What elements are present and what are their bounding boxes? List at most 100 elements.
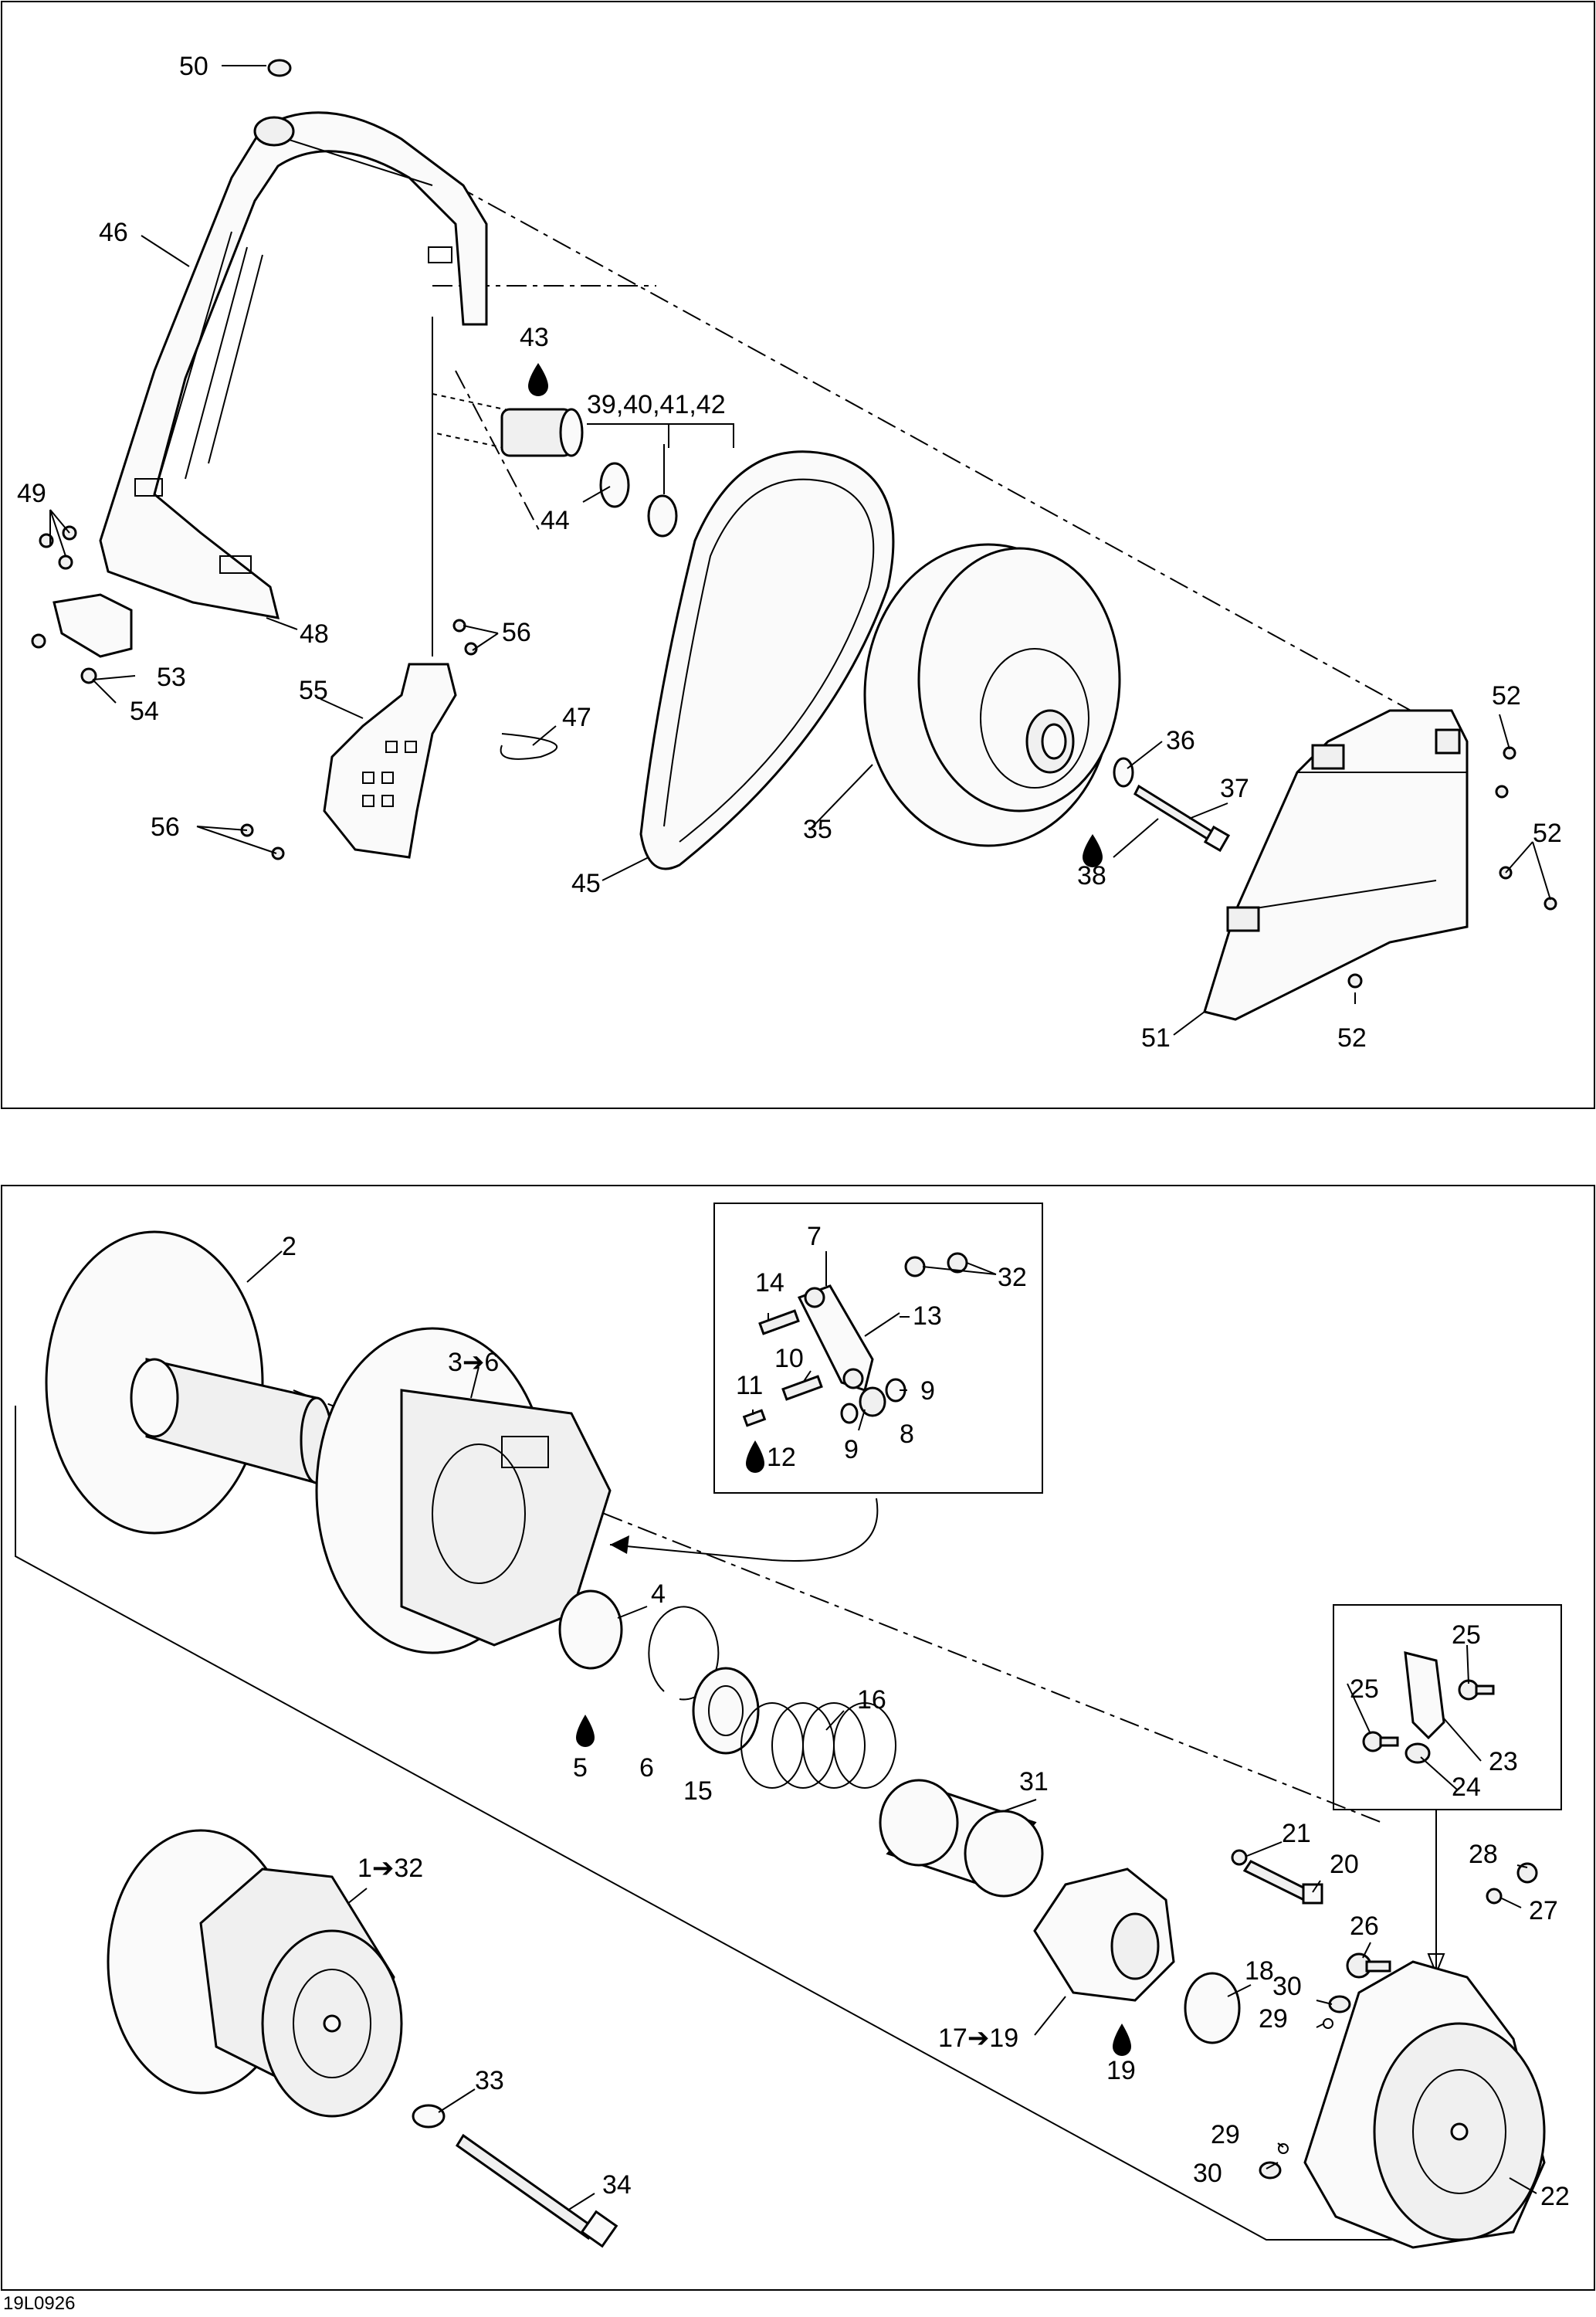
screw-26	[1346, 1952, 1391, 1979]
needle-bearing	[432, 393, 584, 457]
callout-25-b: 25	[1350, 1674, 1379, 1704]
weight-30-a	[1328, 1995, 1351, 2013]
pin-10	[781, 1375, 823, 1401]
screw-56-upper	[452, 619, 466, 633]
callout-38: 38	[1077, 861, 1106, 891]
callout-8: 8	[900, 1420, 914, 1449]
washer-15	[692, 1667, 760, 1755]
callout-50: 50	[179, 52, 208, 81]
washer-9-b	[840, 1403, 859, 1424]
callout-23: 23	[1489, 1747, 1518, 1776]
callout-56-b: 56	[151, 812, 180, 842]
callout-2: 2	[282, 1232, 296, 1261]
callout-7: 7	[807, 1222, 822, 1251]
drive-pulley-assembly	[107, 1829, 403, 2118]
callout-6: 6	[639, 1753, 654, 1783]
callout-20: 20	[1330, 1850, 1359, 1879]
callout-44: 44	[540, 506, 570, 535]
callout-4: 4	[651, 1579, 666, 1609]
lubricant-icon	[1083, 834, 1103, 867]
movable-sheave	[315, 1327, 612, 1654]
bushing-4	[558, 1589, 623, 1670]
weight-30-b	[1259, 2161, 1282, 2180]
bushing-18	[1184, 1972, 1241, 2044]
lubricant-icon	[528, 363, 548, 396]
callout-10: 10	[774, 1344, 804, 1373]
lower-panel-frame	[1, 1185, 1595, 2291]
pin-25-a	[1362, 1731, 1399, 1752]
callout-54: 54	[130, 697, 159, 726]
callout-36: 36	[1166, 726, 1195, 755]
callout-28: 28	[1469, 1840, 1498, 1869]
assembly-line-upper	[455, 185, 1468, 742]
callout-52-b: 52	[1533, 819, 1562, 848]
callout-3-6: 3➔6	[448, 1348, 499, 1377]
callout-33: 33	[475, 2066, 504, 2095]
callout-24: 24	[1452, 1773, 1481, 1802]
callout-51: 51	[1141, 1023, 1171, 1053]
fastener-52-c	[1347, 973, 1363, 989]
callout-9-b: 9	[844, 1435, 859, 1464]
callout-11: 11	[736, 1371, 763, 1400]
pin-29-b	[1278, 2143, 1289, 2154]
upper-leaders	[49, 65, 1551, 1036]
callout-32: 32	[998, 1263, 1027, 1292]
roller-24	[1405, 1742, 1431, 1764]
callout-55: 55	[299, 676, 328, 705]
sleeve-31	[879, 1779, 1044, 1898]
callout-30-a: 30	[1272, 1972, 1302, 2001]
callout-29-a: 29	[1259, 2004, 1288, 2034]
washer-33	[412, 2104, 446, 2129]
washer-36	[1113, 757, 1134, 788]
callout-13: 13	[913, 1301, 942, 1331]
callout-39-42: 39,40,41,42	[587, 390, 726, 419]
callout-46: 46	[99, 218, 128, 247]
bolt-20	[1242, 1860, 1323, 1905]
upper-panel-frame	[1, 1, 1595, 1109]
roller-8	[859, 1386, 886, 1417]
inset-box-lever	[713, 1203, 1043, 1494]
nut-28	[1516, 1862, 1538, 1884]
bracket-55	[323, 663, 457, 859]
callout-52-c: 52	[1337, 1023, 1367, 1053]
callout-49: 49	[17, 479, 46, 508]
driven-pulley	[863, 543, 1121, 847]
callout-47: 47	[562, 703, 591, 732]
fixed-sheave	[45, 1230, 334, 1535]
spring-16	[740, 1702, 896, 1789]
fastener-52-a	[1503, 746, 1516, 760]
callout-21: 21	[1282, 1819, 1311, 1848]
callout-22: 22	[1540, 2182, 1570, 2211]
pin-13	[864, 1312, 900, 1337]
callout-34: 34	[602, 2170, 632, 2200]
bracket-53	[31, 593, 133, 684]
callout-29-b: 29	[1211, 2120, 1240, 2149]
belt-guard-arch	[99, 111, 488, 619]
lubricant-icon	[746, 1440, 764, 1473]
callout-35: 35	[803, 815, 832, 844]
callout-17-19: 17➔19	[938, 2024, 1018, 2053]
washer-21	[1231, 1849, 1248, 1866]
callout-18: 18	[1245, 1956, 1274, 1986]
callout-27: 27	[1529, 1896, 1558, 1925]
ring-44	[599, 462, 630, 508]
set-screw-11	[742, 1409, 767, 1427]
roller-arm-23	[1404, 1651, 1445, 1740]
pin-14	[758, 1309, 800, 1335]
callout-12: 12	[767, 1443, 796, 1472]
callout-52-a: 52	[1492, 681, 1521, 711]
drawing-code: 19L0926	[3, 2293, 75, 2314]
washer-27	[1486, 1888, 1503, 1905]
callout-26: 26	[1350, 1912, 1379, 1941]
callout-56-a: 56	[502, 618, 531, 647]
inset-box-roller	[1333, 1604, 1562, 1810]
lubricant-icon	[576, 1715, 595, 1747]
lower-leaders	[246, 1250, 1537, 2211]
callout-9-a: 9	[920, 1376, 935, 1406]
callout-1-32: 1➔32	[357, 1854, 423, 1883]
lubricant-icon	[1113, 2024, 1131, 2056]
bolt-37	[1133, 784, 1231, 853]
callout-25-a: 25	[1452, 1620, 1481, 1650]
callout-5: 5	[573, 1753, 588, 1783]
screw-32-a	[904, 1256, 926, 1277]
